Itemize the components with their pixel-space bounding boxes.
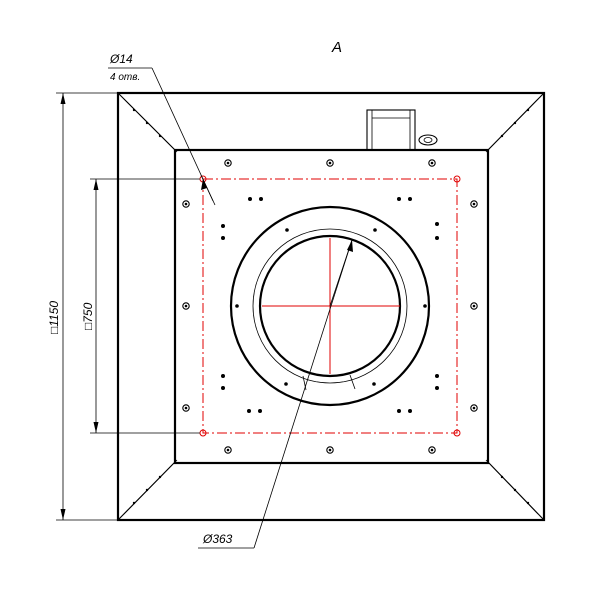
opening-diameter-label: Ø363 bbox=[202, 532, 233, 546]
flange-screws bbox=[132, 108, 530, 505]
outer-size-dimension: □1150 bbox=[47, 92, 118, 521]
hole-diameter-label: Ø14 bbox=[109, 52, 133, 66]
mounting-plate bbox=[173, 148, 490, 465]
view-label: A bbox=[331, 39, 342, 56]
outer-size-label: □1150 bbox=[47, 301, 61, 334]
bolt-pattern-label: □750 bbox=[81, 302, 95, 330]
opening-callout: Ø363 bbox=[198, 239, 353, 549]
bolt-pattern-dimension: □750 bbox=[81, 178, 200, 434]
hole-count-label: 4 отв. bbox=[110, 72, 140, 83]
plate-bolts bbox=[182, 159, 478, 454]
small-holes bbox=[221, 197, 439, 413]
hole-callout: Ø14 4 отв. bbox=[108, 52, 216, 206]
motor-terminal-box bbox=[366, 109, 438, 151]
outer-housing bbox=[116, 91, 546, 522]
